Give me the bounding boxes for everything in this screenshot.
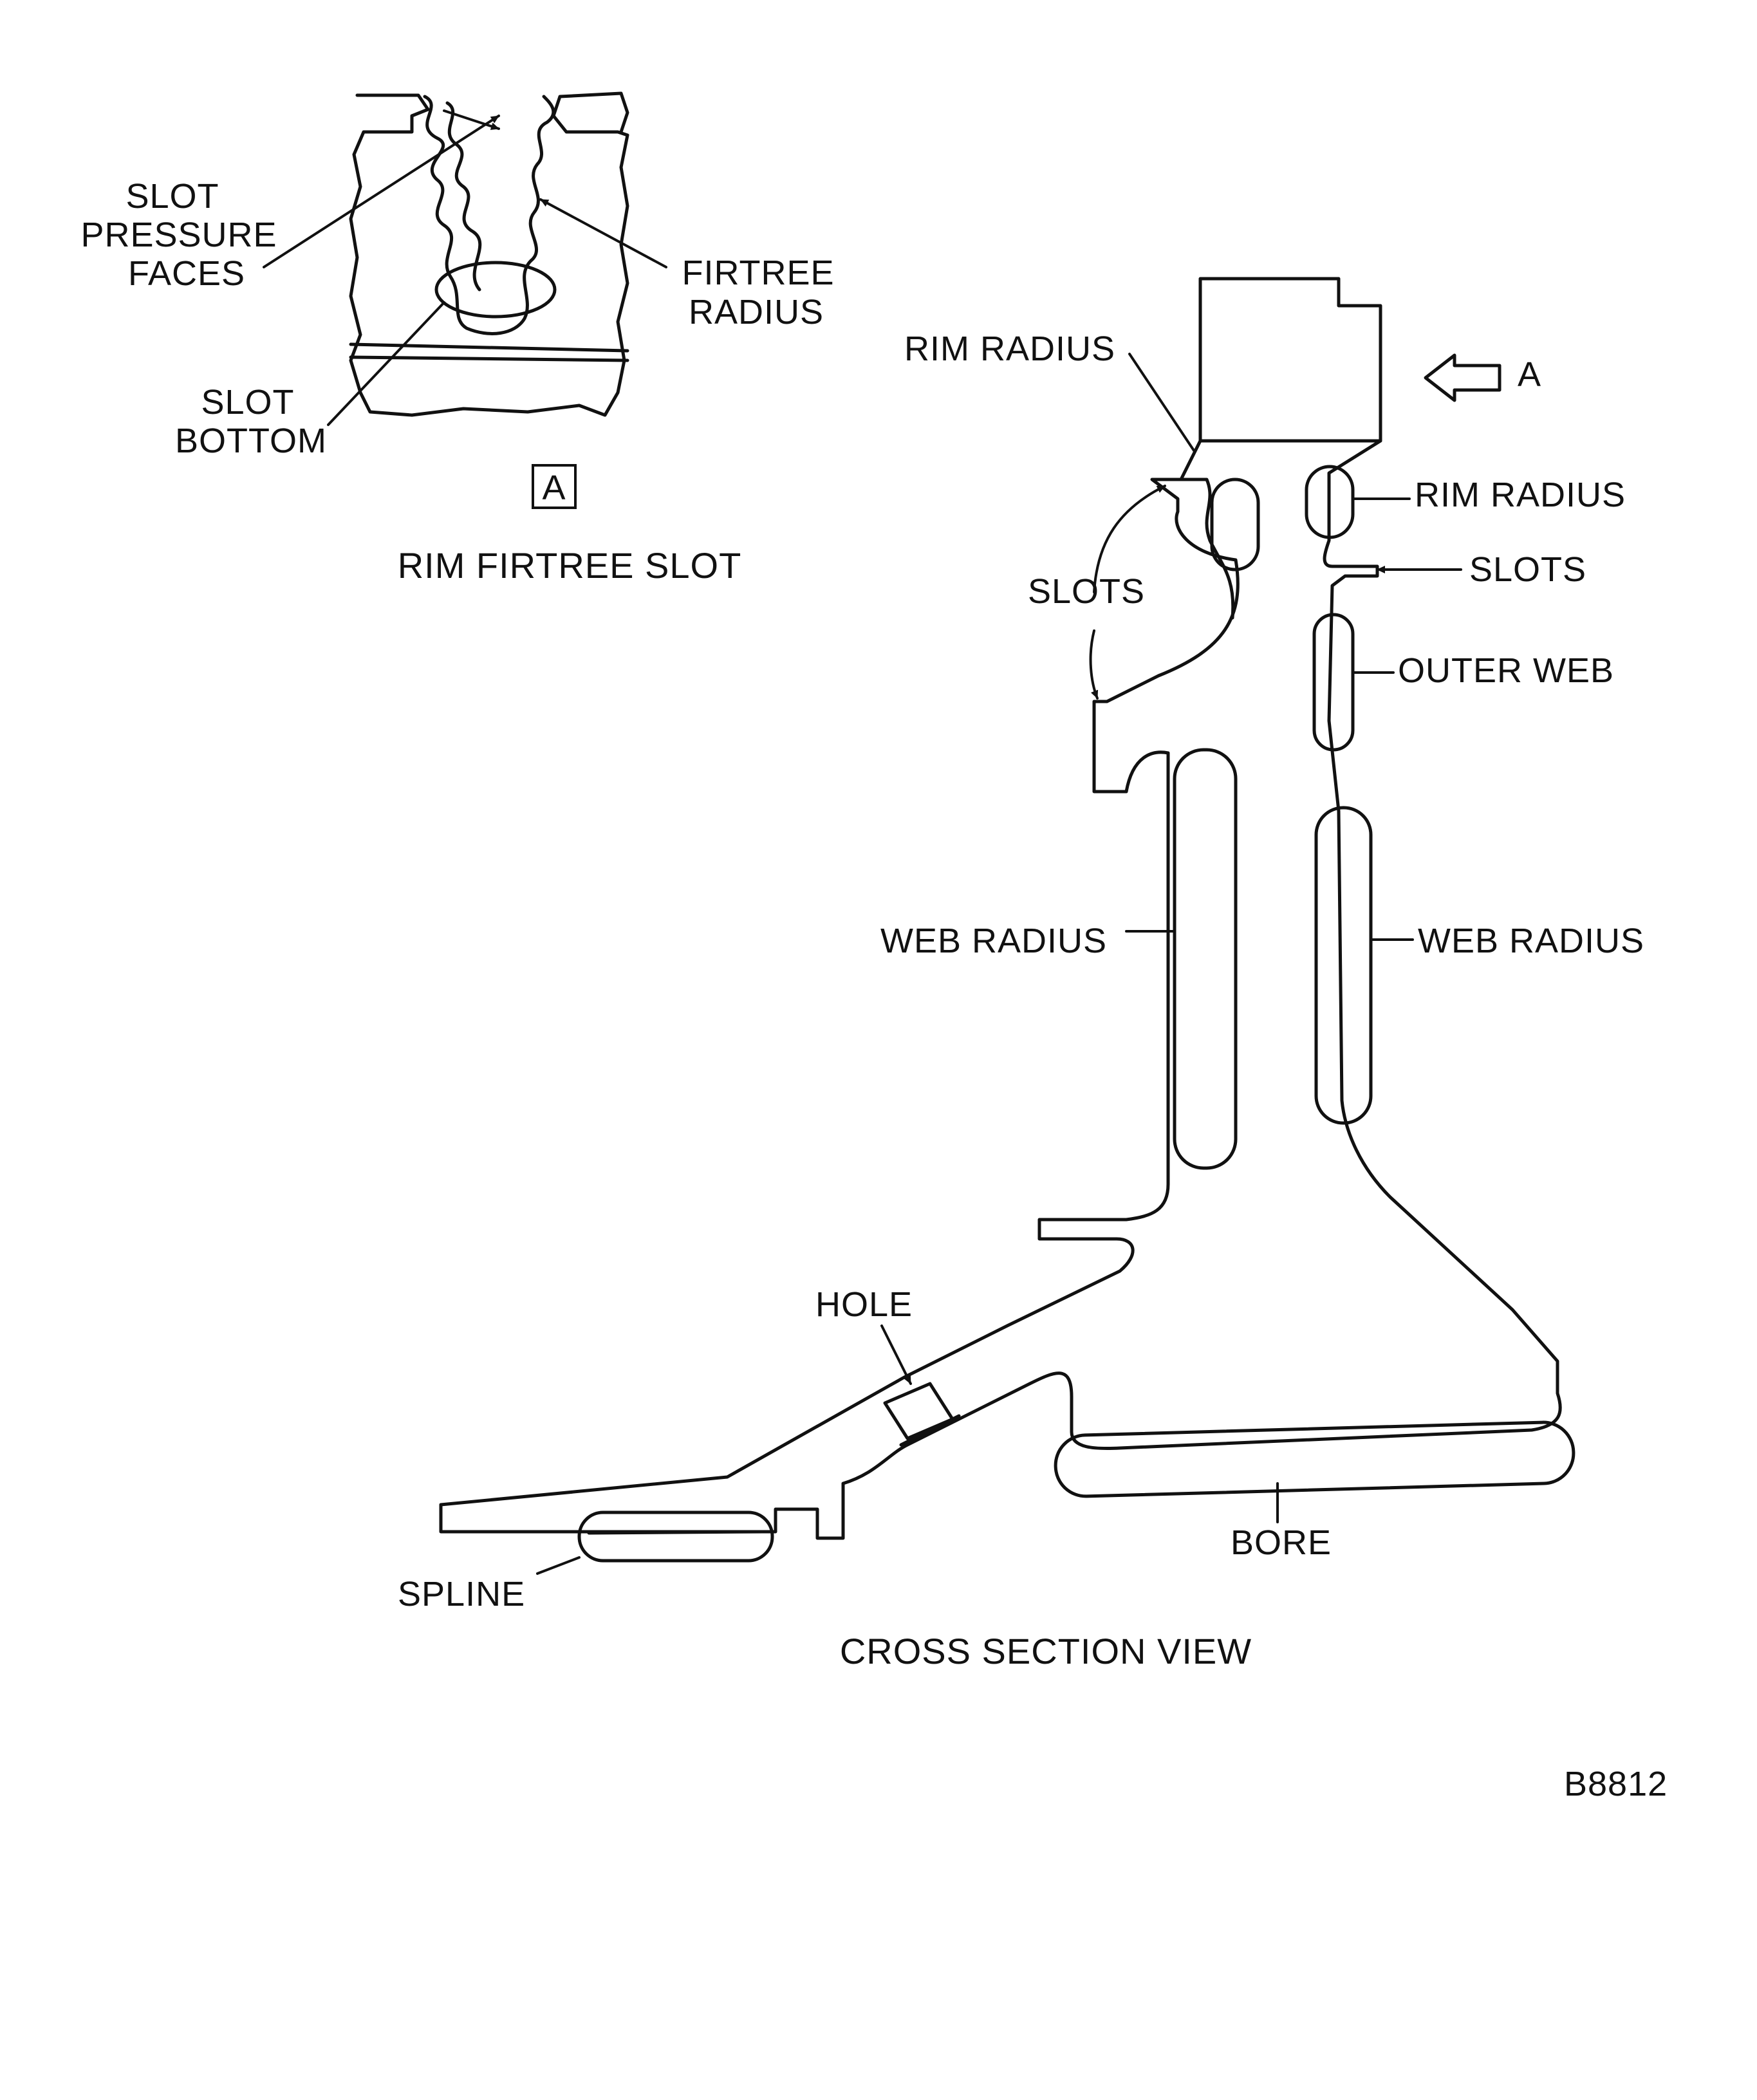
rim-firtree-slot-inset: SLOT PRESSURE FACES FIRTREE RADIUS SLOT …	[80, 91, 834, 586]
view-marker-box	[532, 464, 577, 509]
disk-profile-left	[439, 439, 1562, 1540]
view-arrow-a-label: A	[1518, 355, 1541, 394]
figure-id: B8812	[1564, 1765, 1668, 1803]
web-radius-left-ellipse	[1173, 748, 1238, 1170]
spline-inner-line	[587, 1530, 765, 1535]
spline-leader	[536, 1556, 581, 1575]
slot-face-left	[1179, 478, 1235, 620]
slots-left-leader-down	[1089, 629, 1099, 700]
slot-pressure-faces-leader-2	[443, 109, 500, 130]
slots-left-label: SLOTS	[1028, 572, 1145, 611]
web-radius-left-label: WEB RADIUS	[880, 922, 1107, 960]
rim-radius-left-label: RIM RADIUS	[904, 330, 1115, 368]
slots-right-label: SLOTS	[1469, 550, 1586, 589]
web-radius-right-ellipse	[1314, 806, 1373, 1125]
slot-pressure-faces-label-2: PRESSURE	[80, 216, 277, 254]
inset-band-bottom	[349, 355, 629, 362]
firtree-slot-inner	[445, 101, 482, 292]
view-marker-label: A	[542, 469, 566, 507]
slots-left-leader-up	[1093, 485, 1166, 593]
firtree-radius-leader	[539, 198, 667, 268]
firtree-radius-label-1: FIRTREE	[682, 254, 834, 292]
hole-leader	[880, 1324, 912, 1385]
web-radius-right-label: WEB RADIUS	[1418, 922, 1644, 960]
firtree-slot-outline	[423, 95, 555, 335]
inset-band-top	[349, 342, 629, 353]
rim-radius-left-leader	[1128, 353, 1195, 452]
slot-bottom-label-1: SLOT	[201, 383, 294, 422]
spline-label: SPLINE	[398, 1575, 525, 1613]
slot-bottom-leader	[327, 301, 445, 426]
view-arrow-a	[1424, 353, 1501, 402]
rim-radius-left-ellipse	[1210, 478, 1260, 571]
hole-lower-edge	[899, 1414, 961, 1447]
inset-block-outline	[349, 91, 629, 417]
bore-label: BORE	[1231, 1523, 1332, 1562]
slot-pressure-faces-leader-1	[263, 115, 500, 268]
slot-pressure-faces-label-3: FACES	[128, 254, 245, 293]
inset-caption: RIM FIRTREE SLOT	[398, 545, 742, 586]
rim-head-outline	[1198, 277, 1382, 443]
firtree-radius-label-2: RADIUS	[689, 293, 824, 331]
cross-section-view: RIM RADIUS A RIM RADIUS SLOTS SLOTS OUTE…	[398, 277, 1644, 1671]
spline-ellipse	[577, 1510, 774, 1563]
cross-section-caption: CROSS SECTION VIEW	[840, 1631, 1252, 1671]
rim-radius-right-label: RIM RADIUS	[1415, 476, 1626, 514]
hole-label: HOLE	[815, 1285, 913, 1324]
outer-web-label: OUTER WEB	[1398, 651, 1614, 690]
slot-bottom-ellipse	[434, 261, 557, 319]
bore-ellipse	[1054, 1420, 1576, 1498]
hole-rect	[883, 1382, 954, 1440]
slot-bottom-label-2: BOTTOM	[175, 422, 327, 460]
slot-pressure-faces-label-1: SLOT	[126, 177, 219, 216]
rim-radius-right-ellipse	[1305, 465, 1355, 539]
outer-web-ellipse	[1312, 613, 1355, 752]
